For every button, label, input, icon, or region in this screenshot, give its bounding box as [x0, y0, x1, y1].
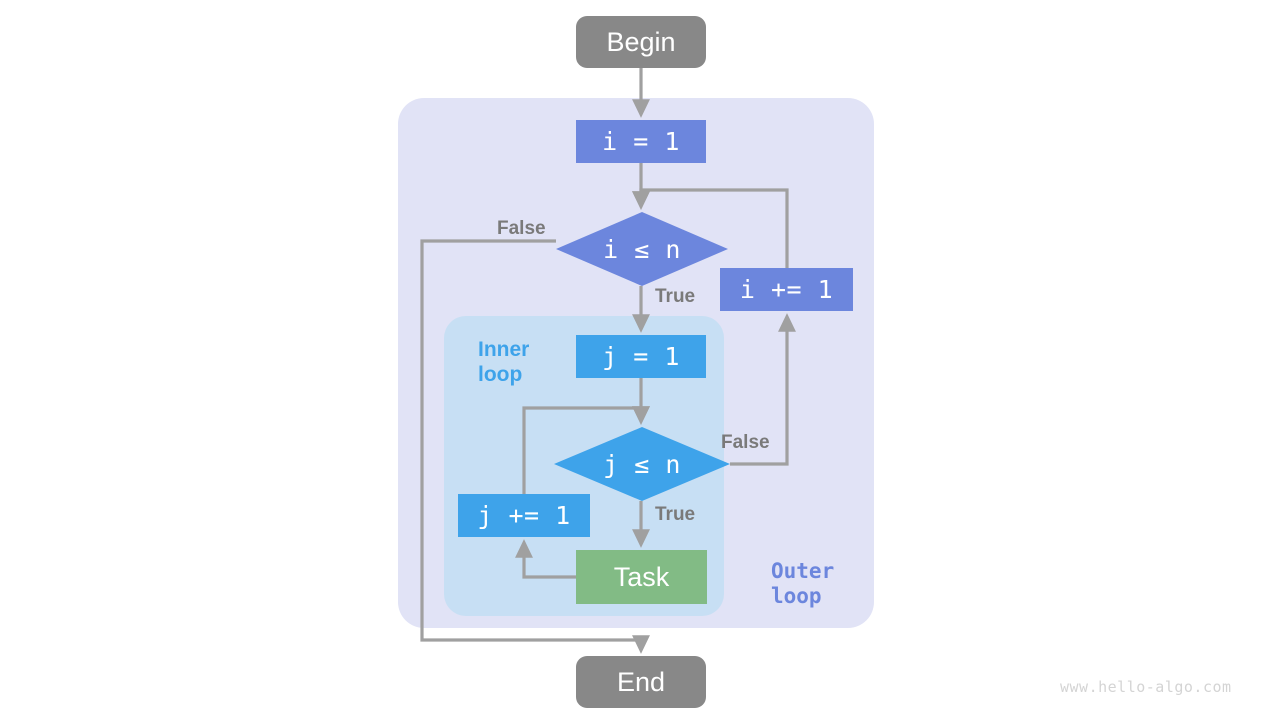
node-i-init-label: i = 1 [602, 127, 680, 156]
node-j-increment[interactable]: j += 1 [458, 494, 590, 537]
node-task-label: Task [613, 561, 670, 592]
node-i-increment-label: i += 1 [739, 275, 834, 304]
edge-j-inc-to-j-cond [522, 406, 650, 494]
node-i-init[interactable]: i = 1 [576, 120, 706, 163]
node-begin-label: Begin [606, 26, 676, 57]
diamond-shape-j [554, 427, 730, 501]
node-i-increment[interactable]: i += 1 [720, 268, 853, 311]
node-begin[interactable]: Begin [576, 16, 706, 68]
edge-label-j-false: False [721, 432, 770, 453]
node-j-condition-label: j ≤ n [603, 449, 681, 479]
edge-j-cond-false-to-i-inc [730, 313, 796, 466]
outer-loop-caption: Outer loop [771, 559, 835, 608]
node-end[interactable]: End [576, 656, 706, 708]
diamond-shape-i [556, 212, 728, 286]
edge-i-cond-false-to-end [420, 239, 650, 654]
edge-task-to-j-inc [515, 539, 576, 579]
node-j-condition[interactable]: j ≤ n [554, 427, 730, 501]
node-task[interactable]: Task [576, 550, 707, 604]
edge-label-i-true: True [655, 286, 696, 307]
node-i-condition-label: i ≤ n [603, 234, 681, 264]
node-j-init-label: j = 1 [602, 342, 680, 371]
node-i-condition[interactable]: i ≤ n [556, 212, 728, 286]
edge-i-inc-to-i-cond [632, 188, 789, 268]
watermark: www.hello-algo.com [1060, 678, 1232, 696]
node-j-increment-label: j += 1 [477, 501, 571, 530]
inner-loop-caption: Inner loop [478, 338, 530, 386]
node-j-init[interactable]: j = 1 [576, 335, 706, 378]
edge-label-j-true: True [655, 504, 696, 525]
node-end-label: End [616, 666, 666, 697]
edge-label-i-false: False [497, 218, 546, 239]
